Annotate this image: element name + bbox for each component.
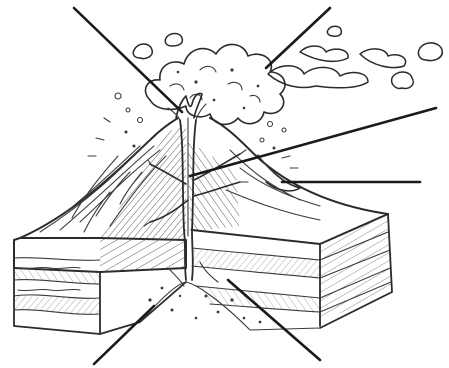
leader-line-dike-left (94, 306, 154, 364)
leader-line-crater (74, 8, 182, 112)
crust-block-right (192, 214, 392, 328)
label-leader-lines (74, 8, 436, 364)
leader-line-magma-chamber (228, 280, 320, 360)
leader-line-vent (190, 108, 436, 176)
crust-block-left (14, 238, 186, 334)
leader-line-ash-cloud (266, 8, 330, 68)
